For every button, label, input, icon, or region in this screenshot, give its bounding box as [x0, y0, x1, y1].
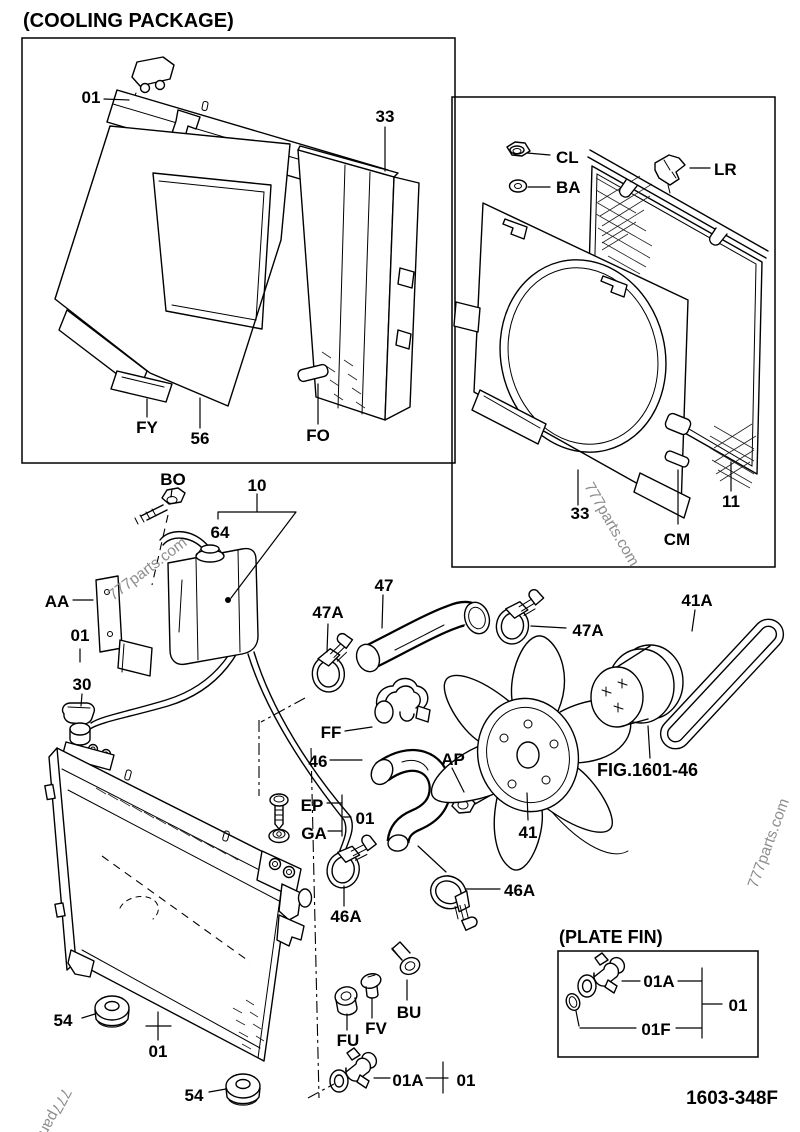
label-33-bracket: 33 [376, 107, 395, 126]
bolt-ep-icon [269, 793, 289, 830]
plate-fin-title: (PLATE FIN) [559, 927, 663, 947]
label-ga: GA [301, 824, 327, 843]
leader-lines [72, 488, 696, 1099]
label-cl: CL [556, 148, 579, 167]
plug-fv-icon [360, 973, 382, 999]
label-ba: BA [556, 178, 581, 197]
shroud-detail-box: CL BA LR 33 CM 11 [451, 96, 776, 568]
label-pf-01: 01 [729, 996, 748, 1015]
hose-47-icon [355, 600, 491, 673]
cooling-package-border [21, 37, 456, 464]
label-aa: AA [45, 592, 70, 611]
label-46: 46 [309, 752, 328, 771]
label-10: 10 [248, 476, 267, 495]
fan-41-icon [430, 635, 632, 871]
shroud-detail-art [453, 141, 769, 525]
bolt-bo-icon [134, 487, 186, 525]
watermark-3: 777parts.com [745, 796, 793, 890]
label-bo: BO [160, 470, 186, 489]
clamp-46a-left-icon [323, 827, 379, 894]
watermark-1: 777parts.com [581, 480, 643, 570]
bolt-bu-icon [391, 941, 421, 976]
label-33-shroud: 33 [571, 504, 590, 523]
label-47a-right: 47A [572, 621, 603, 640]
label-bu: BU [397, 1003, 422, 1022]
main-exploded-art [44, 487, 785, 1106]
label-47: 47 [375, 576, 394, 595]
label-ep: EP [301, 796, 324, 815]
clip-ff-icon [374, 677, 431, 724]
label-11: 11 [722, 492, 740, 511]
expansion-tank-icon [89, 514, 353, 863]
label-pf-01f: 01F [641, 1020, 670, 1039]
plate-fin-border [557, 950, 759, 1058]
label-01-ref-top: 01 [71, 626, 90, 645]
label-fu: FU [337, 1031, 360, 1050]
label-ap: AP [441, 750, 465, 769]
plate-fin-box: (PLATE FIN) 01A 01 01F [557, 927, 759, 1058]
plug-fu-icon [334, 986, 358, 1016]
plate-fin-art [565, 952, 723, 1039]
draincock-icon [329, 1047, 378, 1093]
cooling-package-art [54, 56, 420, 429]
label-01a: 01A [392, 1071, 423, 1090]
nut-ga-icon [268, 828, 290, 844]
label-fv: FV [365, 1019, 387, 1038]
pulley-icon [590, 644, 684, 728]
grommet-right-icon [225, 1073, 261, 1106]
grommet-left-icon [94, 995, 130, 1028]
label-01-drain: 01 [457, 1071, 476, 1090]
label-01-ep: 01 [356, 809, 375, 828]
label-lr: LR [714, 160, 737, 179]
label-fo: FO [306, 426, 330, 445]
label-41: 41 [519, 823, 538, 842]
label-46a-left: 46A [330, 907, 361, 926]
hose-46-icon [370, 749, 452, 852]
figure-code: 1603-348F [686, 1088, 778, 1109]
label-pf-01a: 01A [643, 972, 674, 991]
belt-41a-icon [659, 618, 785, 750]
radiator-icon [44, 747, 313, 1062]
label-47a-left: 47A [312, 603, 343, 622]
label-fy: FY [136, 418, 158, 437]
label-01-cap: 01 [82, 88, 101, 107]
label-64: 64 [211, 523, 230, 542]
watermark-4: 777parts.com [15, 1085, 74, 1132]
label-01-radiator: 01 [149, 1042, 168, 1061]
label-54-left: 54 [54, 1011, 73, 1030]
label-41a: 41A [681, 591, 712, 610]
cap-30-icon [61, 702, 96, 725]
label-56: 56 [191, 429, 210, 448]
bracket-aa-icon [95, 575, 153, 677]
label-cm: CM [664, 530, 690, 549]
label-ff: FF [321, 723, 342, 742]
label-30: 30 [73, 675, 92, 694]
label-fig-ref: FIG.1601-46 [597, 760, 698, 780]
cooling-package-box: 01 33 FY 56 FO [21, 37, 456, 464]
shroud-detail-border [451, 96, 776, 568]
label-46a-right: 46A [504, 881, 535, 900]
label-54-right: 54 [185, 1086, 204, 1105]
clamp-47a-left-icon [308, 632, 358, 695]
clamp-46a-right-icon [419, 869, 492, 934]
page-title: (COOLING PACKAGE) [23, 10, 234, 32]
